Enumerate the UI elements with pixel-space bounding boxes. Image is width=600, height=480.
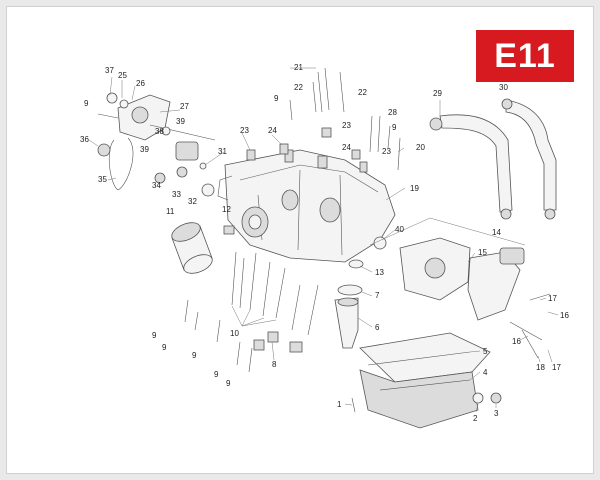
coolant-hoses [429,98,557,220]
section-code-badge: E11 [476,30,574,82]
callout-23: 23 [382,147,391,156]
callout-7: 7 [375,291,380,300]
callout-15: 15 [478,248,487,257]
crankcase-studs [246,67,401,171]
leader-lines [88,67,559,413]
callout-18: 18 [536,363,545,372]
callout-14: 14 [492,228,501,237]
callout-10: 10 [230,329,239,338]
callout-24: 24 [342,143,351,152]
callout-9: 9 [152,331,157,340]
callout-1: 1 [337,400,342,409]
water-pump-assembly [348,236,551,359]
callout-33: 33 [172,190,181,199]
callout-9: 9 [162,343,167,352]
callout-9: 9 [226,379,231,388]
callout-36: 36 [80,135,89,144]
oil-pump-assembly [97,92,216,197]
part-callouts: 37 25 26 9 27 38 39 39 36 35 31 34 33 32… [80,63,569,423]
callout-6: 6 [375,323,380,332]
callout-5: 5 [483,347,488,356]
callout-39: 39 [176,117,185,126]
callout-29: 29 [433,89,442,98]
callout-2: 2 [473,414,478,423]
callout-9: 9 [214,370,219,379]
callout-24: 24 [268,126,277,135]
callout-27: 27 [180,102,189,111]
callout-17: 17 [552,363,561,372]
callout-9: 9 [392,123,397,132]
callout-16: 16 [560,311,569,320]
callout-9: 9 [84,99,89,108]
crankcase-bolts [184,251,319,373]
callout-35: 35 [98,175,107,184]
callout-34: 34 [152,181,161,190]
callout-30: 30 [499,83,508,92]
callout-11: 11 [166,207,175,216]
callout-22: 22 [294,83,303,92]
callout-19: 19 [410,184,419,193]
callout-39: 39 [140,145,149,154]
callout-26: 26 [136,79,145,88]
callout-21: 21 [294,63,303,72]
oil-strainer [334,284,363,349]
crankcase [217,149,396,263]
callout-16: 16 [512,337,521,346]
callout-23: 23 [240,126,249,135]
callout-9: 9 [192,351,197,360]
callout-32: 32 [188,197,197,206]
callout-25: 25 [118,71,127,80]
oil-sump [351,332,502,429]
callout-8: 8 [272,360,277,369]
callout-31: 31 [218,147,227,156]
callout-38: 38 [155,127,164,136]
callout-22: 22 [358,88,367,97]
callout-9: 9 [274,94,279,103]
callout-4: 4 [483,368,488,377]
callout-3: 3 [494,409,499,418]
callout-37: 37 [105,66,114,75]
callout-12: 12 [222,205,231,214]
oil-filter [171,222,235,274]
callout-17: 17 [548,294,557,303]
callout-20: 20 [416,143,425,152]
callout-13: 13 [375,268,384,277]
callout-40: 40 [395,225,404,234]
callout-28: 28 [388,108,397,117]
callout-23: 23 [342,121,351,130]
